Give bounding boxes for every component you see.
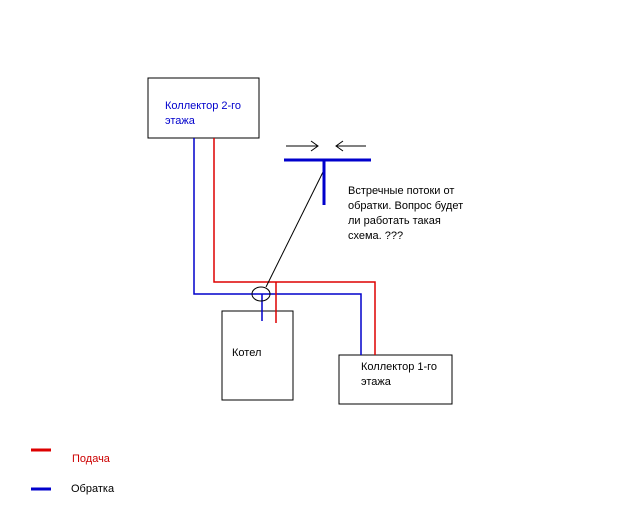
collector-1-label: Коллектор 1-го этажа [361, 361, 438, 388]
legend-return-label: Обратка [71, 483, 115, 495]
return-pipe-main [193, 138, 362, 355]
junction-marker [251, 286, 271, 302]
supply-pipe-main [213, 138, 376, 355]
collector-1-box [338, 354, 453, 405]
boiler-label: Котел [232, 347, 262, 359]
arrow-right-icon [286, 140, 319, 152]
boiler-box [221, 310, 294, 401]
arrow-left-icon [335, 140, 366, 152]
collector-2-label: Коллектор 2-го этажа [165, 100, 242, 127]
legend-supply-label: Подача [72, 453, 110, 465]
annotation-text: Встречные потоки от обратки. Вопрос буде… [348, 185, 464, 242]
callout-line [265, 169, 325, 288]
collector-2-box [147, 77, 260, 139]
